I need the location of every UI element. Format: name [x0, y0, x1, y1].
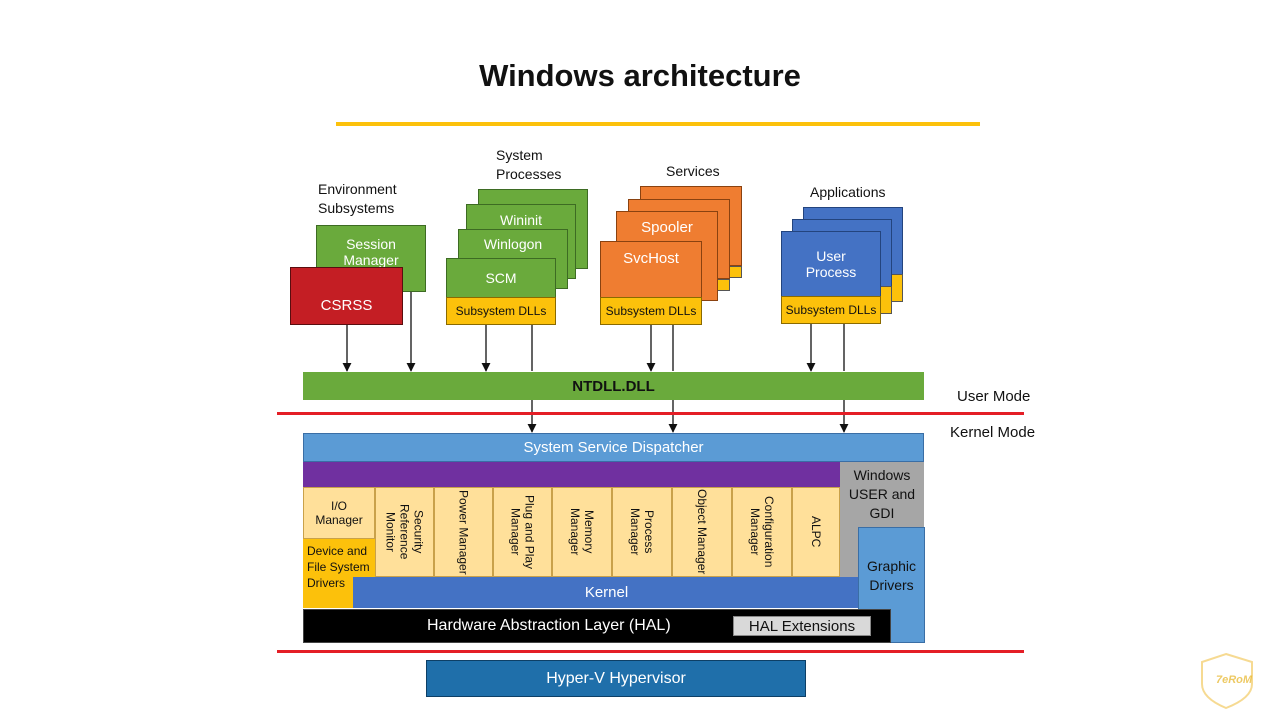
memory-manager-label: Memory Manager: [568, 508, 596, 556]
user-kernel-boundary: [277, 412, 1024, 415]
svchost-box: SvcHost: [600, 241, 702, 299]
user-process-box: User Process: [781, 231, 881, 297]
apps-subsystem-dlls: Subsystem DLLs: [781, 296, 881, 324]
system-service-dispatcher: System Service Dispatcher: [303, 433, 924, 462]
hal-extensions: HAL Extensions: [733, 616, 871, 636]
page-title: Windows architecture: [479, 58, 801, 93]
power-manager: Power Manager: [434, 487, 493, 577]
configuration-manager-label: Configuration Manager: [748, 496, 776, 568]
csrss-box: CSRSS: [290, 267, 403, 325]
memory-manager: Memory Manager: [552, 487, 612, 577]
watermark-logo: [1201, 652, 1253, 710]
graphic-drivers: Graphic Drivers: [858, 527, 925, 643]
executive-band: [303, 462, 840, 487]
watermark-text: 7eRoM: [1216, 674, 1253, 686]
windows-user-gdi: Windows USER and GDI: [840, 462, 924, 527]
services-caption: Services: [666, 163, 720, 179]
env-subsystems-caption: Environment Subsystems: [318, 181, 397, 216]
scm-box: SCM: [446, 258, 556, 298]
title-underline: [336, 122, 980, 126]
security-reference-monitor: Security Reference Monitor: [375, 487, 434, 577]
services-subsystem-dlls: Subsystem DLLs: [600, 297, 702, 325]
ntdll-bar: NTDLL.DLL: [303, 372, 924, 400]
object-manager-label: Object Manager: [695, 489, 709, 575]
kernel-bar: Kernel: [353, 577, 860, 608]
applications-caption: Applications: [810, 184, 886, 200]
power-manager-label: Power Manager: [456, 489, 471, 575]
sysproc-subsystem-dlls: Subsystem DLLs: [446, 297, 556, 325]
io-manager: I/O Manager: [303, 487, 375, 539]
system-processes-caption: System Processes: [496, 147, 562, 182]
alpc-label: ALPC: [809, 516, 823, 548]
alpc: ALPC: [792, 487, 840, 577]
kernel-mode-label: Kernel Mode: [950, 424, 1036, 441]
user-mode-label: User Mode: [957, 388, 1031, 405]
configuration-manager: Configuration Manager: [732, 487, 792, 577]
plug-and-play-manager: Plug and Play Manager: [493, 487, 552, 577]
process-manager: Process Manager: [612, 487, 672, 577]
security-reference-monitor-label: Security Reference Monitor: [383, 504, 426, 560]
plug-and-play-manager-label: Plug and Play Manager: [508, 494, 537, 570]
process-manager-label: Process Manager: [628, 508, 656, 556]
object-manager: Object Manager: [672, 487, 732, 577]
gdi-gray-strip: [840, 527, 858, 577]
hyper-v-hypervisor: Hyper-V Hypervisor: [426, 660, 806, 697]
kernel-hypervisor-boundary: [277, 650, 1024, 653]
